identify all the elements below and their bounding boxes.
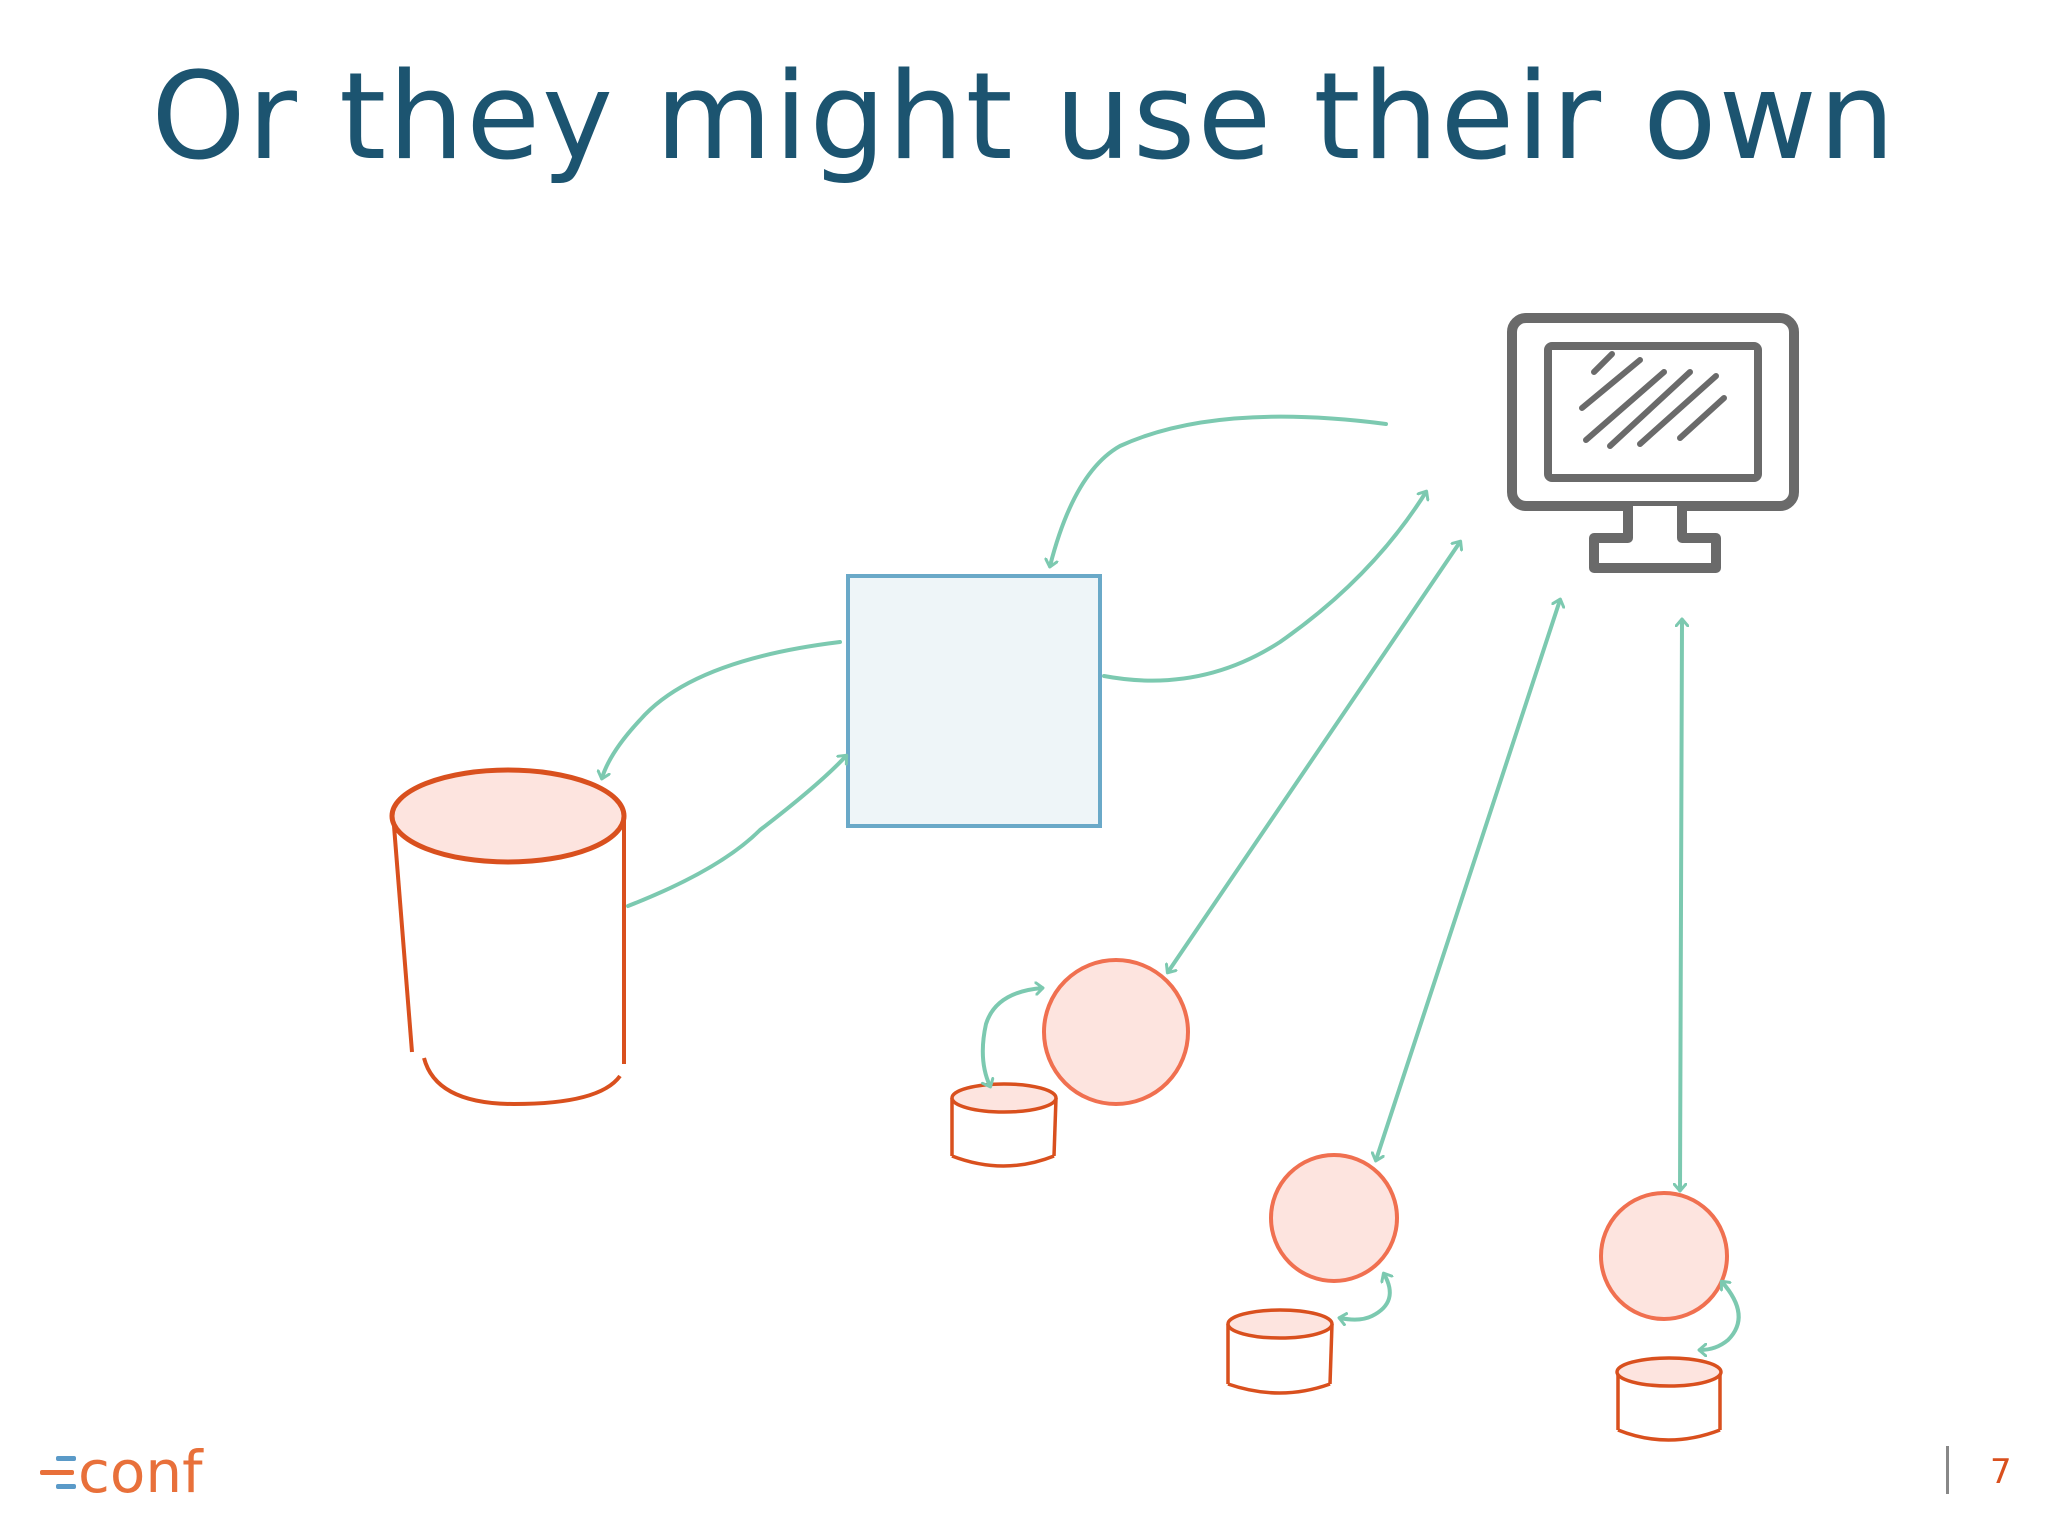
arrow-database-to-box xyxy=(626,756,846,908)
arrow-monitor-service-b xyxy=(1376,600,1560,1160)
monitor-icon xyxy=(1507,313,1799,573)
page-divider xyxy=(1946,1446,1949,1494)
database-icon xyxy=(389,767,627,1107)
service-circle-icon xyxy=(1599,1191,1729,1321)
arrow-monitor-to-box xyxy=(1050,414,1388,566)
arrow-monitor-service-a xyxy=(1168,542,1460,972)
service-a xyxy=(950,958,1190,1168)
arrow-box-to-database xyxy=(602,640,842,778)
page-number: 7 xyxy=(1990,1452,2012,1492)
service-circle-icon xyxy=(1042,958,1190,1106)
service-b xyxy=(1226,1153,1399,1395)
mini-database-icon xyxy=(1615,1356,1723,1442)
logo-bars-icon xyxy=(40,1455,76,1489)
slide-title: Or they might use their own xyxy=(151,48,1897,187)
mini-database-icon xyxy=(1226,1308,1334,1395)
arrow-box-to-monitor xyxy=(1102,492,1426,683)
service-circle-icon xyxy=(1269,1153,1399,1283)
arrow-monitor-service-c xyxy=(1680,620,1682,1190)
service-c xyxy=(1599,1191,1729,1442)
arrow-service-a-db xyxy=(983,988,1042,1086)
arrow-service-b-db xyxy=(1340,1274,1390,1320)
central-service-box xyxy=(846,574,1102,828)
arrow-service-c-db xyxy=(1700,1282,1741,1350)
conference-logo: conf xyxy=(40,1432,203,1512)
mini-database-icon xyxy=(950,1082,1058,1168)
logo-text: conf xyxy=(78,1438,203,1506)
